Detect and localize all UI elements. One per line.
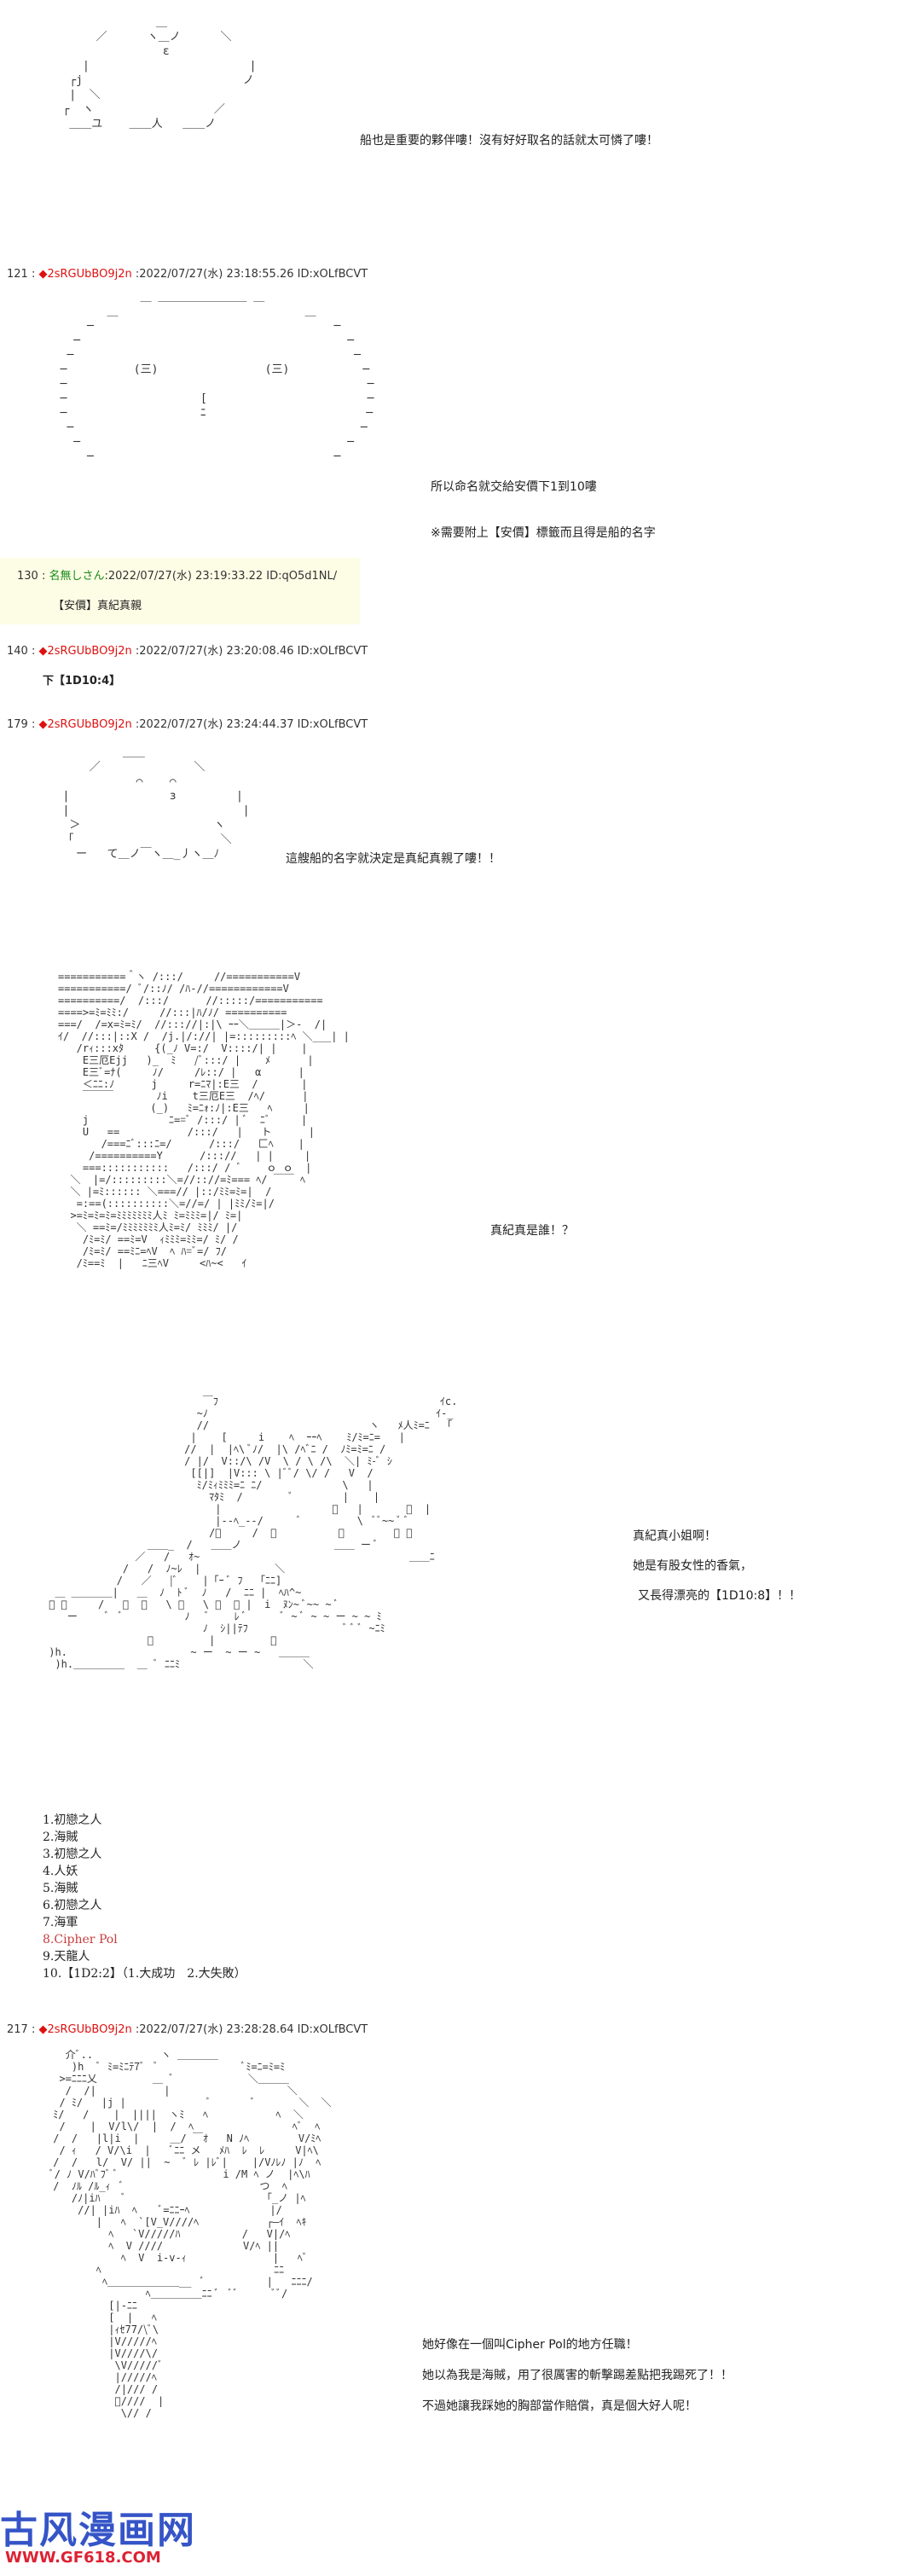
list-item: 6.初戀之人 [43, 1899, 102, 1912]
trip-diamond-icon: ◆ [38, 718, 48, 731]
post-body: 下【1D10:4】 [43, 675, 121, 688]
post-id-link[interactable]: ID:xOLfBCVT [297, 718, 368, 731]
dialogue-line: 她好像在一個叫Cipher Pol的地方任職！ [422, 2338, 638, 2352]
dialogue-line: 她以為我是海賊，用了很厲害的斬擊踢差點把我踢死了！！ [422, 2369, 733, 2382]
post-body: 【安價】真紀真親 [53, 600, 142, 612]
trip-diamond-icon: ◆ [38, 268, 48, 281]
list-item: 1.初戀之人 [43, 1813, 102, 1827]
list-item: 7.海軍 [43, 1916, 78, 1929]
post-header: 140 : ◆2sRGUbBO9j2n :2022/07/27(水) 23:20… [7, 645, 368, 658]
list-item: 5.海賊 [43, 1882, 78, 1895]
watermark-title: 古风漫画网 [0, 2509, 196, 2552]
list-item: 2.海賊 [43, 1830, 78, 1844]
list-item: 8.Cipher Pol [43, 1933, 118, 1947]
trip-link[interactable]: 2sRGUbBO9j2n [47, 2023, 132, 2036]
ascii-art-face-2: ＿ ＿＿＿＿＿＿＿＿ ＿ ＿ ＿ ─ ─ ─ ─ ─ ─ ─ [60, 291, 374, 463]
dialogue-line: 她是有股女性的香氣， [633, 1559, 752, 1573]
trip-link[interactable]: 2sRGUbBO9j2n [47, 268, 132, 281]
post-header: 179 : ◆2sRGUbBO9j2n :2022/07/27(水) 23:24… [7, 718, 368, 731]
post-id-link[interactable]: ID:xOLfBCVT [297, 268, 368, 281]
trip-link[interactable]: 2sRGUbBO9j2n [47, 718, 132, 731]
ascii-art-face-3: ＿＿ ／ ＼ ⌒ ⌒ | з | | | ＞ ヽ 「 ＼ ー て＿ノ￣ヽ＿_丿ヽ… [62, 746, 250, 861]
dialogue-line: 真紀真是誰！？ [490, 1224, 574, 1238]
site-watermark: 古风漫画网 WWW.GF618.COM [0, 2499, 247, 2576]
post-header: 217 : ◆2sRGUbBO9j2n :2022/07/27(水) 23:28… [7, 2023, 368, 2036]
option-list: 1.初戀之人 2.海賊 3.初戀之人 4.人妖 5.海賊 6.初戀之人 7.海軍… [43, 1812, 246, 1982]
dialogue-line: 所以命名就交給安價下1到10嘍 [431, 480, 597, 494]
list-item: 10.【1D2:2】（1.大成功 2.大失敗） [43, 1967, 246, 1981]
list-item: 4.人妖 [43, 1865, 78, 1878]
trip-link[interactable]: 2sRGUbBO9j2n [47, 645, 132, 658]
ascii-art-man: 介ﾞ.. ヽ ＿＿＿＿ )h ﾞ ﾐ=ﾐﾆﾃ7ﾞ ﾞ ﾞﾐ=ﾆ=ﾐ=ﾐ >=ﾆﾆ… [47, 2049, 332, 2419]
trip-diamond-icon: ◆ [38, 2023, 48, 2036]
dialogue-line: ※需要附上【安價】標籤而且得是船的名字 [431, 526, 656, 540]
ascii-art-face-1: ＿ ／ ヽ＿ノ ＼ ε | | ┌j ノ | ＼ ┌ ヽ ／ ＿＿ユ ＿＿人 ＿… [62, 16, 257, 131]
dialogue-line: 真紀真小姐啊！ [633, 1529, 716, 1543]
dialogue-line: 這艘船的名字就決定是真紀真親了嘍！！ [286, 852, 501, 866]
dialogue-line: 又長得漂亮的【1D10:8】！！ [638, 1589, 802, 1603]
dialogue-line: 船也是重要的夥伴嘍！沒有好好取名的話就太可憐了嘍！ [360, 134, 658, 148]
dialogue-line: 不過她讓我踩她的胸部當作賠償，真是個大好人呢！ [422, 2399, 697, 2413]
post-id-link[interactable]: ID:xOLfBCVT [297, 645, 368, 658]
trip-diamond-icon: ◆ [38, 645, 48, 658]
post-header: 121 : ◆2sRGUbBO9j2n :2022/07/27(水) 23:18… [7, 268, 368, 281]
post-id-link[interactable]: ID:xOLfBCVT [297, 2023, 368, 2036]
quoted-post [0, 558, 360, 624]
ascii-art-crowd: ===========＾ヽ /:::/ //===========V =====… [58, 971, 350, 1269]
ascii-art-reclining: ￣ﾌ ｲc. ~ﾉ ｲ-_ // ヽ ﾒ人ﾐ=ﾆ 「 [43, 1395, 458, 1670]
post-header: 130 : 名無しさん:2022/07/27(水) 23:19:33.22 ID… [17, 570, 338, 583]
watermark-url: WWW.GF618.COM [5, 2549, 161, 2567]
list-item: 3.初戀之人 [43, 1848, 102, 1861]
post-id-link[interactable]: ID:qO5d1NL/ [266, 570, 338, 583]
list-item: 9.天龍人 [43, 1950, 90, 1964]
